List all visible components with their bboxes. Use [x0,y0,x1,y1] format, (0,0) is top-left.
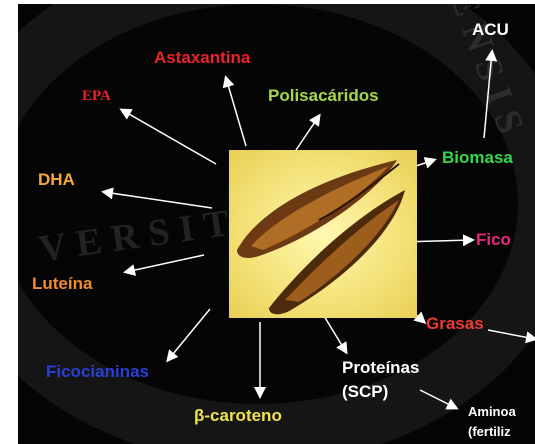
arrow-acu [484,52,492,138]
label-scp: (SCP) [342,382,388,402]
label-polisacaridos: Polisacáridos [268,86,379,106]
arrow-dha [104,192,212,208]
arrow-luteina [126,255,204,272]
label-luteina: Luteína [32,274,92,294]
arrow-proteinas [324,316,346,352]
label-proteinas: Proteínas [342,358,419,378]
microalgae-image [229,150,417,318]
label-grasas: Grasas [426,314,484,334]
label-dha: DHA [38,170,75,190]
label-astaxantina: Astaxantina [154,48,250,68]
label-beta-caroteno: β-caroteno [194,406,282,426]
label-acu: ACU [472,20,509,40]
arrow-aminoacidos [420,390,456,408]
arrow-ficocianinas [168,309,210,360]
arrow-offscreen [488,330,535,339]
arrow-epa [122,110,216,164]
arrow-astaxantina [226,78,246,146]
slide: VERSITAS ENSIS [18,4,535,444]
microalgae-cells-icon [229,150,417,318]
label-fico: Fico [476,230,511,250]
label-ficocianinas: Ficocianinas [46,362,149,382]
arrow-polisacaridos [296,116,319,150]
label-aminoacidos: Aminoa [468,402,516,421]
label-fertilizantes: (fertiliz [468,422,511,441]
label-biomasa: Biomasa [442,148,513,168]
label-epa: EPA [82,88,111,105]
